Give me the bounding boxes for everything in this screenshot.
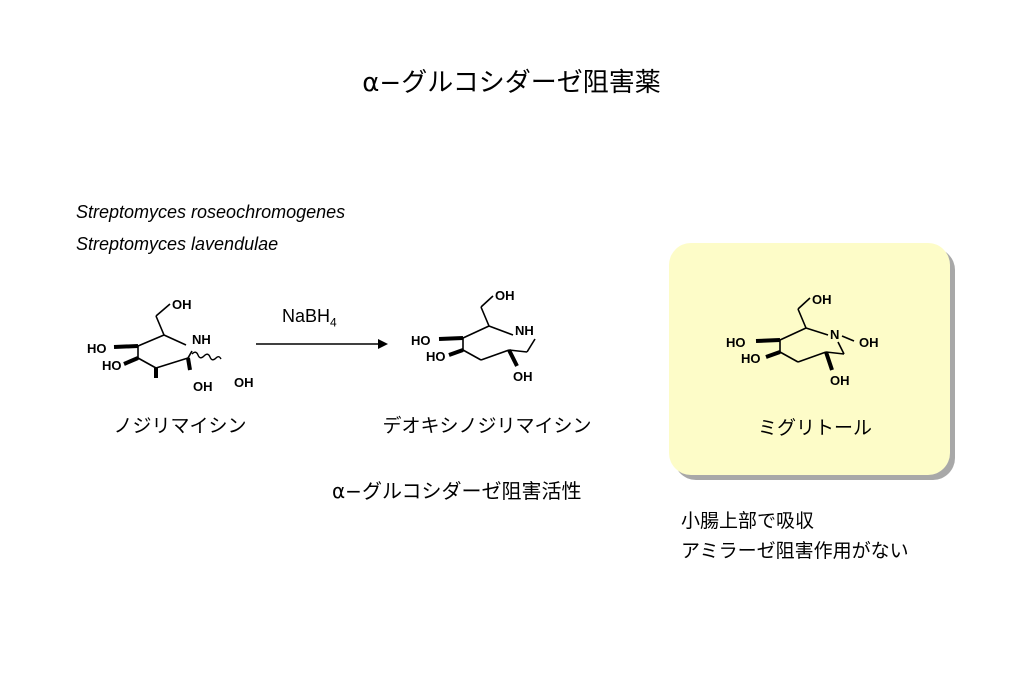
compound-name-nojirimycin: ノジリマイシン xyxy=(113,415,247,437)
miglitol-label-oh-n: OH xyxy=(859,335,879,350)
compound-name-miglitol: ミグリトール xyxy=(757,417,872,439)
note-amylase: アミラーゼ阻害作用がない xyxy=(681,540,909,562)
compound-name-deoxynojirimycin: デオキシノジリマイシン xyxy=(382,415,592,437)
species-name-2: Streptomyces lavendulae xyxy=(76,234,279,254)
miglitol-highlight-box xyxy=(669,243,950,475)
miglitol-label-n: N xyxy=(830,327,839,342)
miglitol-label-oh-top: OH xyxy=(812,292,832,307)
nojirimycin-label-ho-1: HO xyxy=(87,341,107,356)
miglitol-label-oh-bottom: OH xyxy=(830,373,850,388)
page-title: α−グルコシダーゼ阻害薬 xyxy=(362,68,661,98)
reagent-formula: NaBH xyxy=(282,306,331,326)
miglitol-label-ho-2: HO xyxy=(741,351,761,366)
deoxynojirimycin-label-ho-1: HO xyxy=(411,333,431,348)
deoxynojirimycin-label-oh-top: OH xyxy=(495,288,515,303)
activity-label: α−グルコシダーゼ阻害活性 xyxy=(332,479,582,503)
deoxynojirimycin-label-oh-bottom: OH xyxy=(513,369,533,384)
reaction-arrow xyxy=(256,339,388,349)
nojirimycin-label-ho-2: HO xyxy=(102,358,122,373)
nojirimycin-label-oh-bottom: OH xyxy=(193,379,213,394)
nojirimycin-label-nh: NH xyxy=(192,332,211,347)
nojirimycin-structure: OH NH HO HO OH OH xyxy=(87,297,254,394)
deoxynojirimycin-structure: OH NH HO HO OH xyxy=(411,288,536,384)
miglitol-structure: OH N OH HO HO OH xyxy=(726,292,879,388)
nojirimycin-label-oh-right: OH xyxy=(234,375,254,390)
nojirimycin-label-oh-top: OH xyxy=(172,297,192,312)
note-absorption: 小腸上部で吸収 xyxy=(681,510,815,532)
species-name-1: Streptomyces roseochromogenes xyxy=(76,202,346,222)
deoxynojirimycin-label-ho-2: HO xyxy=(426,349,446,364)
deoxynojirimycin-label-nh: NH xyxy=(515,323,534,338)
reagent-label: NaBH4 xyxy=(282,306,337,330)
miglitol-label-ho-1: HO xyxy=(726,335,746,350)
reagent-subscript: 4 xyxy=(330,315,337,330)
